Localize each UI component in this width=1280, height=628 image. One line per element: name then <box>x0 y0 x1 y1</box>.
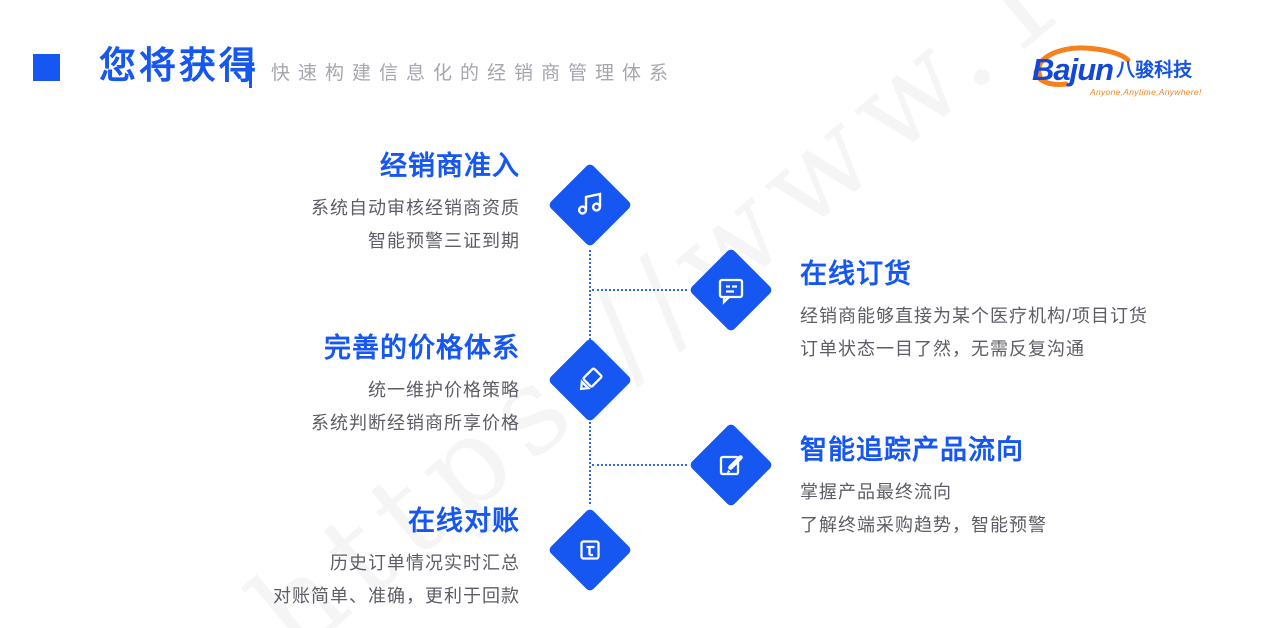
feature-line: 对账简单、准确，更利于回款 <box>273 586 520 606</box>
chat-message-icon <box>718 278 744 305</box>
page-title: 您将获得 <box>99 45 259 86</box>
feature-line: 经销商能够直接为某个医疗机构/项目订货 <box>800 306 1148 326</box>
feature-line: 历史订单情况实时汇总 <box>330 553 520 573</box>
diamond-node-reconciliation <box>547 507 633 593</box>
feature-title: 经销商准入 <box>380 151 520 181</box>
feature-title: 智能追踪产品流向 <box>800 435 1024 465</box>
feature-block-product-tracking: 智能追踪产品流向 掌握产品最终流向 了解终端采购趋势，智能预警 <box>800 428 1047 542</box>
feature-title: 在线订货 <box>800 259 912 289</box>
feature-line: 统一维护价格策略 <box>368 380 520 400</box>
edit-square-icon <box>719 455 743 476</box>
feature-block-price-system: 完善的价格体系 统一维护价格策略 系统判断经销商所享价格 <box>311 326 520 440</box>
chart-report-icon <box>580 540 600 560</box>
diamond-node-product-tracking <box>688 422 774 508</box>
logo-brand-text: Bajun <box>1032 52 1114 87</box>
pencil-icon <box>579 367 603 391</box>
logo-tagline: Anyone,Anytime,Anywhere! <box>1090 87 1202 97</box>
feature-line: 订单状态一目了然，无需反复沟通 <box>800 339 1085 359</box>
feature-block-online-ordering: 在线订货 经销商能够直接为某个医疗机构/项目订货 订单状态一目了然，无需反复沟通 <box>800 252 1148 366</box>
page-subtitle: 快速构建信息化的经销商管理体系 <box>271 63 677 84</box>
diamond-node-price-system <box>547 337 633 423</box>
title-bullet-square <box>33 54 60 81</box>
feature-block-reconciliation: 在线对账 历史订单情况实时汇总 对账简单、准确，更利于回款 <box>273 499 520 613</box>
logo-brand-cn-text: 八骏科技 <box>1116 60 1193 81</box>
diamond-node-online-ordering <box>688 247 774 333</box>
feature-line: 了解终端采购趋势，智能预警 <box>800 515 1047 535</box>
connector-horizontal-dotted-line-1 <box>592 289 687 291</box>
feature-line: 系统判断经销商所享价格 <box>311 413 520 433</box>
feature-title: 完善的价格体系 <box>324 333 520 363</box>
title-divider <box>249 53 252 88</box>
feature-line: 智能预警三证到期 <box>368 231 520 251</box>
feature-line: 系统自动审核经销商资质 <box>311 198 520 218</box>
feature-title: 在线对账 <box>408 506 520 536</box>
feature-block-dealer-access: 经销商准入 系统自动审核经销商资质 智能预警三证到期 <box>311 144 520 258</box>
diamond-node-dealer-access <box>547 162 633 248</box>
feature-line: 掌握产品最终流向 <box>800 482 952 502</box>
music-note-icon <box>577 192 602 215</box>
connector-horizontal-dotted-line-2 <box>592 464 687 466</box>
